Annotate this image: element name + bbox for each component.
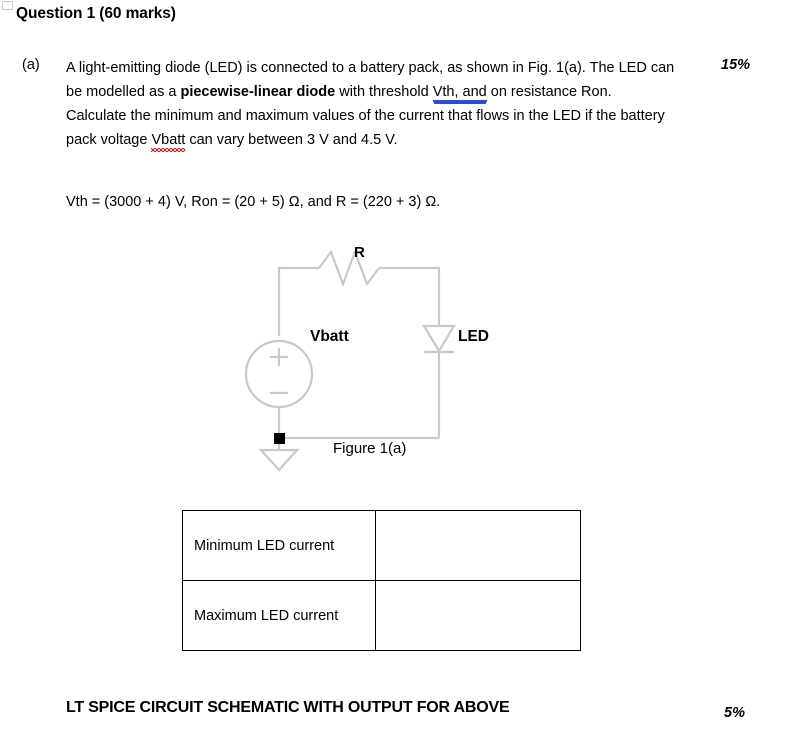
junction-node-dot [274, 433, 285, 444]
spellcheck-flagged-text: Vbatt [151, 132, 186, 148]
table-cell-label-minimum: Minimum LED current [182, 510, 376, 581]
wire-top-right [379, 266, 441, 326]
diode-label: LED [458, 328, 489, 345]
formula-line: Vth = (3000 + 4) V, Ron = (20 + 5) Ω, an… [66, 194, 441, 210]
question-part-marks: 15% [721, 57, 751, 73]
diode-triangle [422, 324, 456, 354]
wire-top-left [277, 266, 319, 336]
page-corner-mark [2, 1, 13, 10]
body-text-segment-2: with threshold [335, 84, 433, 100]
footer-instruction-text: LT SPICE CIRCUIT SCHEMATIC WITH OUTPUT F… [66, 699, 510, 716]
resistor-symbol [318, 248, 380, 288]
footer-marks: 5% [724, 705, 745, 721]
table-cell-value-minimum[interactable] [375, 510, 581, 581]
circuit-schematic-svg [244, 248, 456, 472]
voltage-source-label: Vbatt [310, 328, 349, 345]
table-cell-label-maximum: Maximum LED current [182, 580, 376, 651]
body-text-bold-phrase: piecewise-linear diode [180, 84, 336, 100]
ground-icon [258, 448, 300, 472]
table-row: Minimum LED current [182, 510, 581, 581]
question-part-label: (a) [22, 57, 40, 73]
table-row: Maximum LED current [182, 580, 581, 651]
question-body-text: A light-emitting diode (LED) is connecte… [66, 56, 676, 152]
circuit-figure [243, 238, 543, 473]
body-text-segment-1: A light-emitting diode (LED) is connecte… [66, 60, 675, 100]
table-cell-value-maximum[interactable] [375, 580, 581, 651]
resistor-label: R [354, 244, 365, 261]
answer-table: Minimum LED current Maximum LED current [182, 510, 581, 651]
figure-caption: Figure 1(a) [333, 440, 407, 457]
grammar-flagged-text: Vth, and [432, 84, 487, 102]
page-title: Question 1 (60 marks) [16, 5, 176, 22]
body-text-segment-4: can vary between 3 V and 4.5 V. [185, 132, 398, 148]
body-text-segment-3: on resistance Ron. Calculate the minimum… [66, 84, 665, 148]
